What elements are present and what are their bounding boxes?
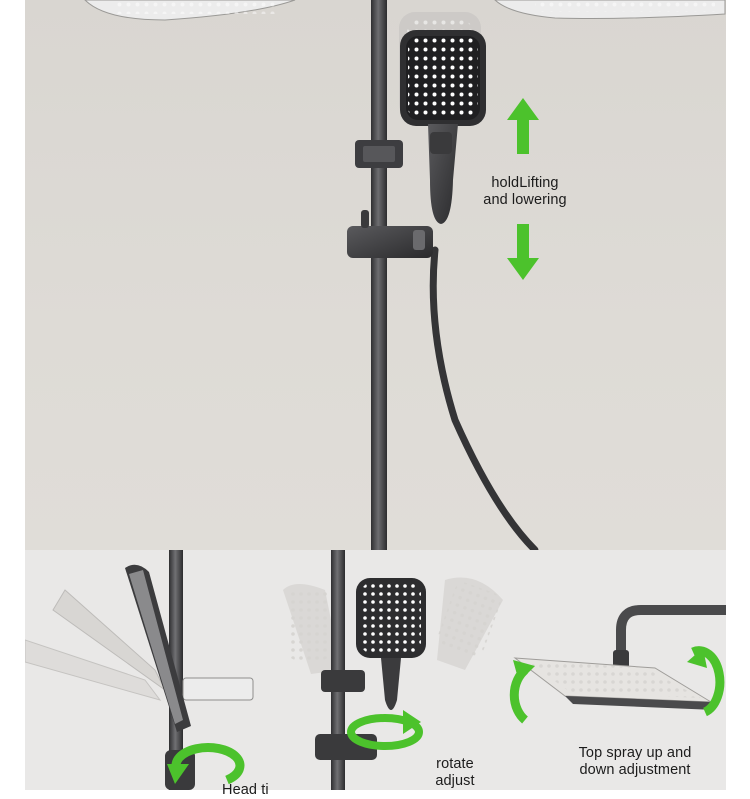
rotate-arrow-icon bbox=[167, 743, 245, 785]
rotate-caption-line1: rotate bbox=[436, 756, 474, 772]
lifting-caption-line1: holdLifting bbox=[491, 175, 559, 191]
lifting-photo-panel bbox=[25, 0, 726, 550]
rotate-arrow-icon bbox=[347, 710, 423, 750]
feature-illustrations bbox=[25, 550, 726, 790]
lifting-caption-line2: and lowering bbox=[483, 192, 567, 208]
sliding-holder bbox=[347, 226, 433, 258]
features-photo-panel bbox=[25, 550, 726, 790]
tilt-illustration bbox=[25, 550, 254, 790]
rotate-caption: rotate adjust bbox=[420, 756, 490, 790]
up-arrow-icon bbox=[507, 98, 539, 154]
shower-hose bbox=[429, 246, 539, 550]
down-arrow-icon bbox=[507, 224, 539, 280]
vertical-rail bbox=[371, 0, 387, 550]
top-spray-caption: Top spray up and down adjustment bbox=[560, 745, 710, 779]
top-spray-illustration bbox=[513, 605, 726, 710]
rotate-arrow-icon bbox=[509, 660, 535, 724]
rotate-arrow-icon bbox=[687, 646, 725, 717]
lifting-caption: holdLifting and lowering bbox=[465, 175, 585, 209]
shower-rail-illustration bbox=[84, 0, 726, 550]
swivel-illustration bbox=[283, 550, 503, 790]
rotate-caption-line2: adjust bbox=[435, 773, 475, 789]
top-spray-caption-line2: down adjustment bbox=[579, 762, 691, 778]
top-spray-caption-line1: Top spray up and bbox=[578, 745, 692, 761]
tilt-caption-partial: Head ti bbox=[222, 782, 269, 798]
